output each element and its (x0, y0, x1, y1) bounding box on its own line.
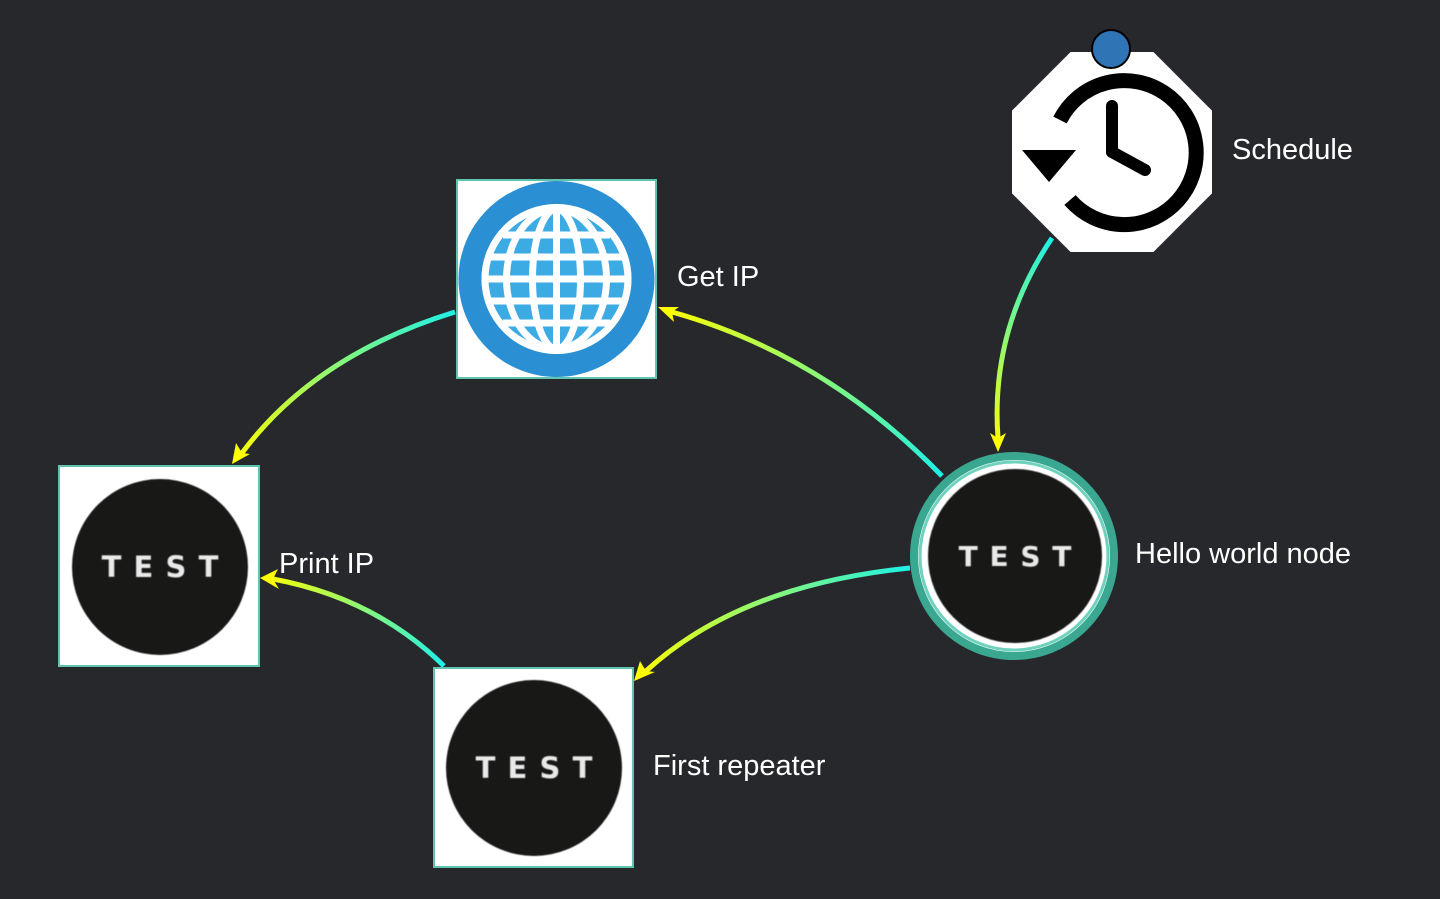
node-schedule[interactable] (1012, 52, 1212, 252)
node-get-ip[interactable] (456, 179, 657, 379)
test-badge-icon: TEST (928, 469, 1102, 643)
edge-arrowhead (990, 433, 1006, 452)
node-first-repeater[interactable]: TEST (433, 667, 634, 868)
node-print-ip[interactable]: TEST (58, 465, 260, 667)
globe-icon (458, 181, 655, 377)
node-label-schedule: Schedule (1232, 134, 1353, 166)
edge-hello-world-to-first-repeater[interactable] (634, 565, 911, 681)
edge-hello-world-to-get-ip[interactable] (658, 307, 944, 478)
node-label-hello-world: Hello world node (1135, 538, 1352, 570)
test-badge-icon: TEST (446, 680, 622, 856)
connection-handle[interactable] (1091, 29, 1131, 69)
edge-arrowhead (260, 569, 279, 589)
edge-arrowhead (634, 661, 655, 681)
node-hello-world[interactable]: TEST (910, 452, 1118, 660)
clock-history-icon (1012, 52, 1212, 252)
edge-arrowhead (232, 443, 250, 464)
edge-schedule-to-hello-world[interactable] (990, 236, 1055, 452)
edge-first-repeater-to-print-ip[interactable] (260, 569, 446, 668)
node-label-get-ip: Get IP (677, 261, 760, 293)
edge-get-ip-to-print-ip[interactable] (232, 309, 456, 464)
edge-arrowhead (658, 307, 679, 322)
node-label-first-repeater: First repeater (653, 750, 826, 782)
test-badge-icon: TEST (72, 479, 248, 655)
node-label-print-ip: Print IP (279, 548, 375, 580)
